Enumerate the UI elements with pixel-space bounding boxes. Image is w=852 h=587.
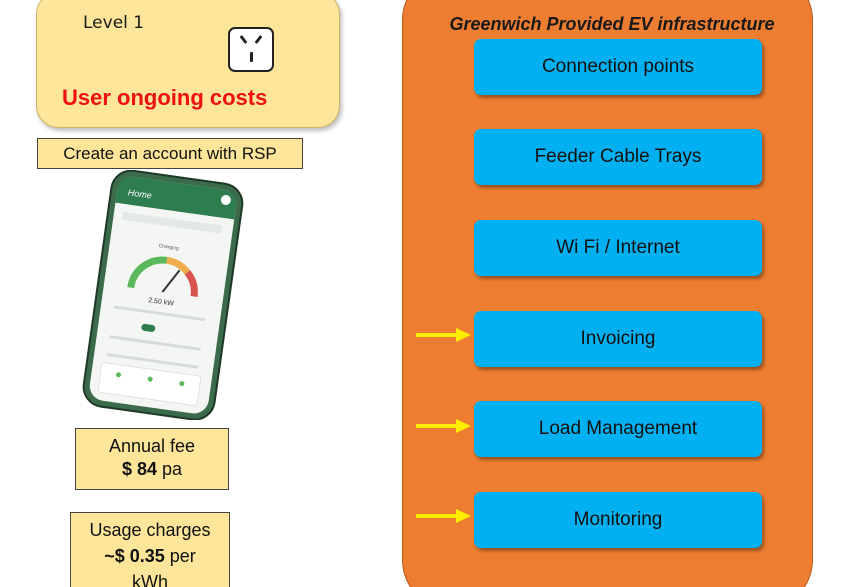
phone-power-reading: 2.50 kW	[148, 297, 175, 308]
connection-points-box: Connection points	[474, 39, 762, 95]
load-management-box: Load Management	[474, 401, 762, 457]
usage-charges-unit-2: kWh	[132, 572, 168, 587]
infrastructure-title: Greenwich Provided EV infrastructure	[449, 14, 775, 34]
usage-charges-box: Usage charges ~$ 0.35 per kWh	[70, 512, 230, 587]
level-card: Level 1 User ongoing costs	[36, 0, 340, 128]
arrow-right-icon	[416, 419, 471, 433]
annual-fee-box: Annual fee $ 84 pa	[75, 428, 229, 490]
infrastructure-panel	[402, 0, 813, 587]
arrow-right-icon	[416, 509, 471, 523]
annual-fee-unit: pa	[157, 459, 183, 479]
annual-fee-label: Annual fee	[108, 436, 196, 456]
monitoring-box: Monitoring	[474, 492, 762, 548]
usage-charges-unit: per	[164, 546, 196, 566]
costs-title: User ongoing costs	[62, 85, 268, 110]
annual-fee-amount: $ 84	[121, 459, 157, 479]
invoicing-box: Invoicing	[474, 311, 762, 367]
phone-screen-title: Home	[127, 187, 152, 200]
wifi-internet-box: Wi Fi / Internet	[474, 220, 762, 276]
phone-app-image: Home Charging 2.50 kW	[82, 170, 244, 420]
power-outlet-icon	[228, 27, 274, 72]
feeder-cable-trays-box: Feeder Cable Trays	[474, 129, 762, 185]
account-label: Create an account with RSP	[37, 138, 303, 169]
usage-charges-label: Usage charges	[89, 520, 211, 540]
arrow-right-icon	[416, 328, 471, 342]
usage-charges-amount: ~$ 0.35	[104, 546, 165, 566]
phone-status-text: Charging	[158, 243, 179, 252]
level-label: Level 1	[83, 13, 145, 33]
